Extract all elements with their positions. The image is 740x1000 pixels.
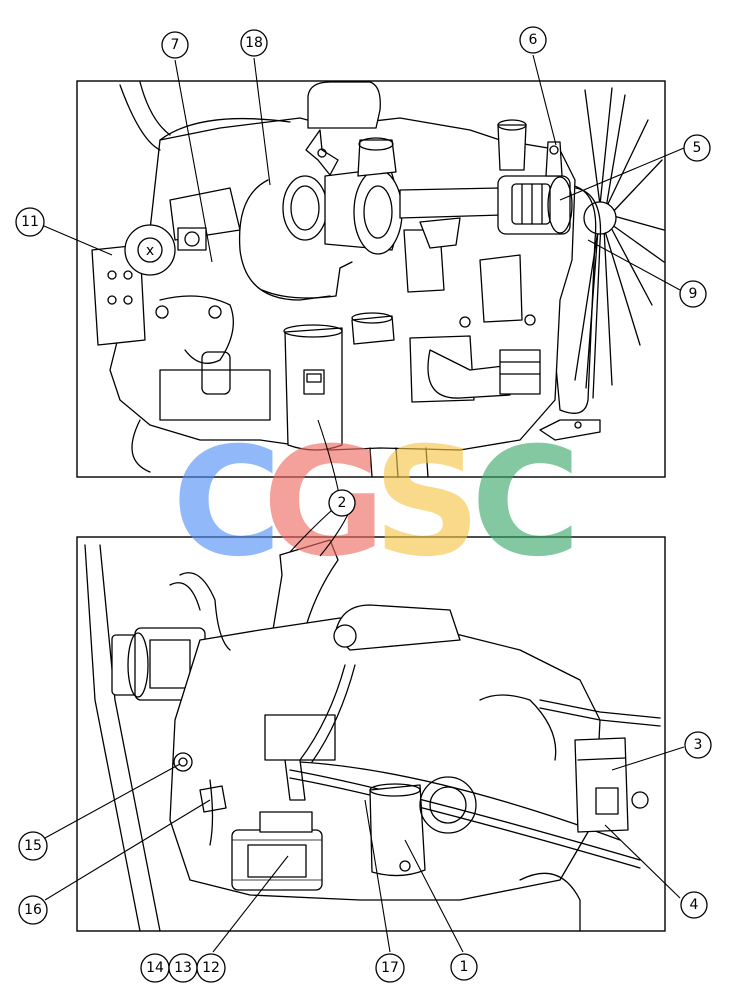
callout-1: 1 — [450, 953, 478, 981]
svg-text:11: 11 — [21, 214, 39, 230]
svg-text:9: 9 — [689, 286, 698, 302]
watermark-letter-s: S — [373, 416, 481, 590]
secondary-fuel-filter — [574, 737, 629, 833]
callout-15: 15 — [18, 831, 48, 861]
svg-text:7: 7 — [171, 37, 180, 53]
callout-13: 13 — [168, 953, 198, 983]
svg-text:18: 18 — [245, 35, 263, 51]
callout-18: 18 — [240, 29, 268, 57]
callout-11: 11 — [15, 207, 45, 237]
svg-text:17: 17 — [381, 960, 399, 976]
svg-text:2: 2 — [338, 495, 347, 511]
svg-text:x: x — [146, 243, 154, 259]
cgsc-watermark: C G S C — [172, 416, 581, 590]
fuel-filter — [283, 324, 343, 451]
bottom-engine-view — [76, 536, 666, 932]
svg-text:3: 3 — [694, 737, 703, 753]
callout-6: 6 — [519, 26, 547, 54]
callout-3: 3 — [684, 731, 712, 759]
top-engine-view: x — [76, 80, 666, 478]
svg-text:16: 16 — [24, 902, 42, 918]
svg-text:14: 14 — [146, 960, 164, 976]
svg-text:6: 6 — [529, 32, 538, 48]
callout-4: 4 — [680, 891, 708, 919]
svg-text:13: 13 — [174, 960, 192, 976]
starter-motor — [231, 811, 323, 891]
fan-belt — [547, 184, 597, 414]
callouts: 7 18 6 5 9 11 2 3 — [15, 26, 712, 983]
cooling-fan — [574, 87, 665, 389]
front-pulley: x — [91, 224, 176, 346]
oil-line — [238, 179, 331, 301]
callout-12: 12 — [196, 953, 226, 983]
callout-9: 9 — [679, 280, 707, 308]
callout-7: 7 — [161, 31, 189, 59]
callout-5: 5 — [683, 134, 711, 162]
callout-14: 14 — [140, 953, 170, 983]
callout-2: 2 — [328, 489, 356, 517]
svg-text:1: 1 — [460, 959, 469, 975]
svg-text:12: 12 — [202, 960, 220, 976]
watermark-letter-c2: C — [471, 416, 581, 590]
svg-text:15: 15 — [24, 838, 42, 854]
svg-text:5: 5 — [693, 140, 702, 156]
callout-17: 17 — [375, 953, 405, 983]
sensor-15 — [173, 752, 193, 772]
alternator — [497, 141, 573, 235]
watermark-letter-g: G — [262, 416, 385, 590]
svg-text:4: 4 — [690, 897, 699, 913]
watermark-letter-c1: C — [172, 416, 282, 590]
callout-16: 16 — [18, 895, 48, 925]
turbocharger — [282, 137, 403, 255]
